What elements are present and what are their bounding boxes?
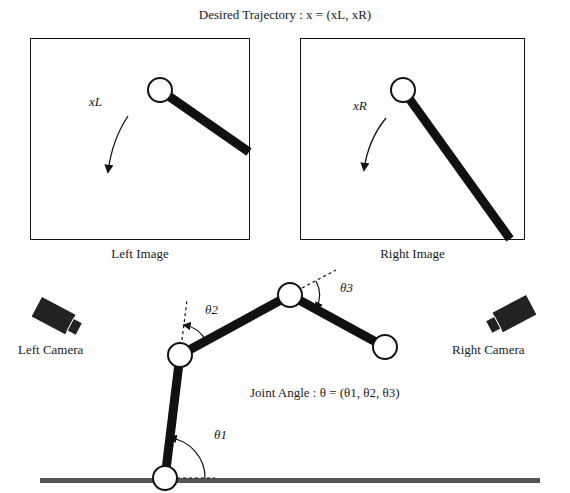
left-image-arm bbox=[108, 78, 249, 172]
joint-angle-label: Joint Angle : θ = (θ1, θ2, θ3) bbox=[250, 386, 400, 401]
angle-label: θ3 bbox=[340, 281, 353, 296]
point-label: xL bbox=[89, 95, 102, 110]
image-caption: Right Image bbox=[380, 247, 445, 262]
right-camera-icon bbox=[484, 295, 537, 337]
right-image-arm bbox=[364, 78, 510, 239]
ground bbox=[40, 478, 540, 483]
left-camera-icon bbox=[32, 297, 85, 339]
camera-label: Right Camera bbox=[452, 343, 525, 358]
image-caption: Left Image bbox=[111, 247, 168, 262]
image-frame: xRRight Image bbox=[300, 38, 525, 240]
angle-label: θ1 bbox=[214, 428, 227, 443]
figure-title: Desired Trajectory : x = (xL, xR) bbox=[0, 8, 570, 23]
camera-label: Left Camera bbox=[18, 343, 83, 358]
angle-label: θ2 bbox=[205, 303, 218, 318]
image-frame: xLLeft Image bbox=[30, 38, 250, 240]
point-label: xR bbox=[353, 99, 367, 114]
joint-angle-arcs bbox=[170, 270, 336, 478]
